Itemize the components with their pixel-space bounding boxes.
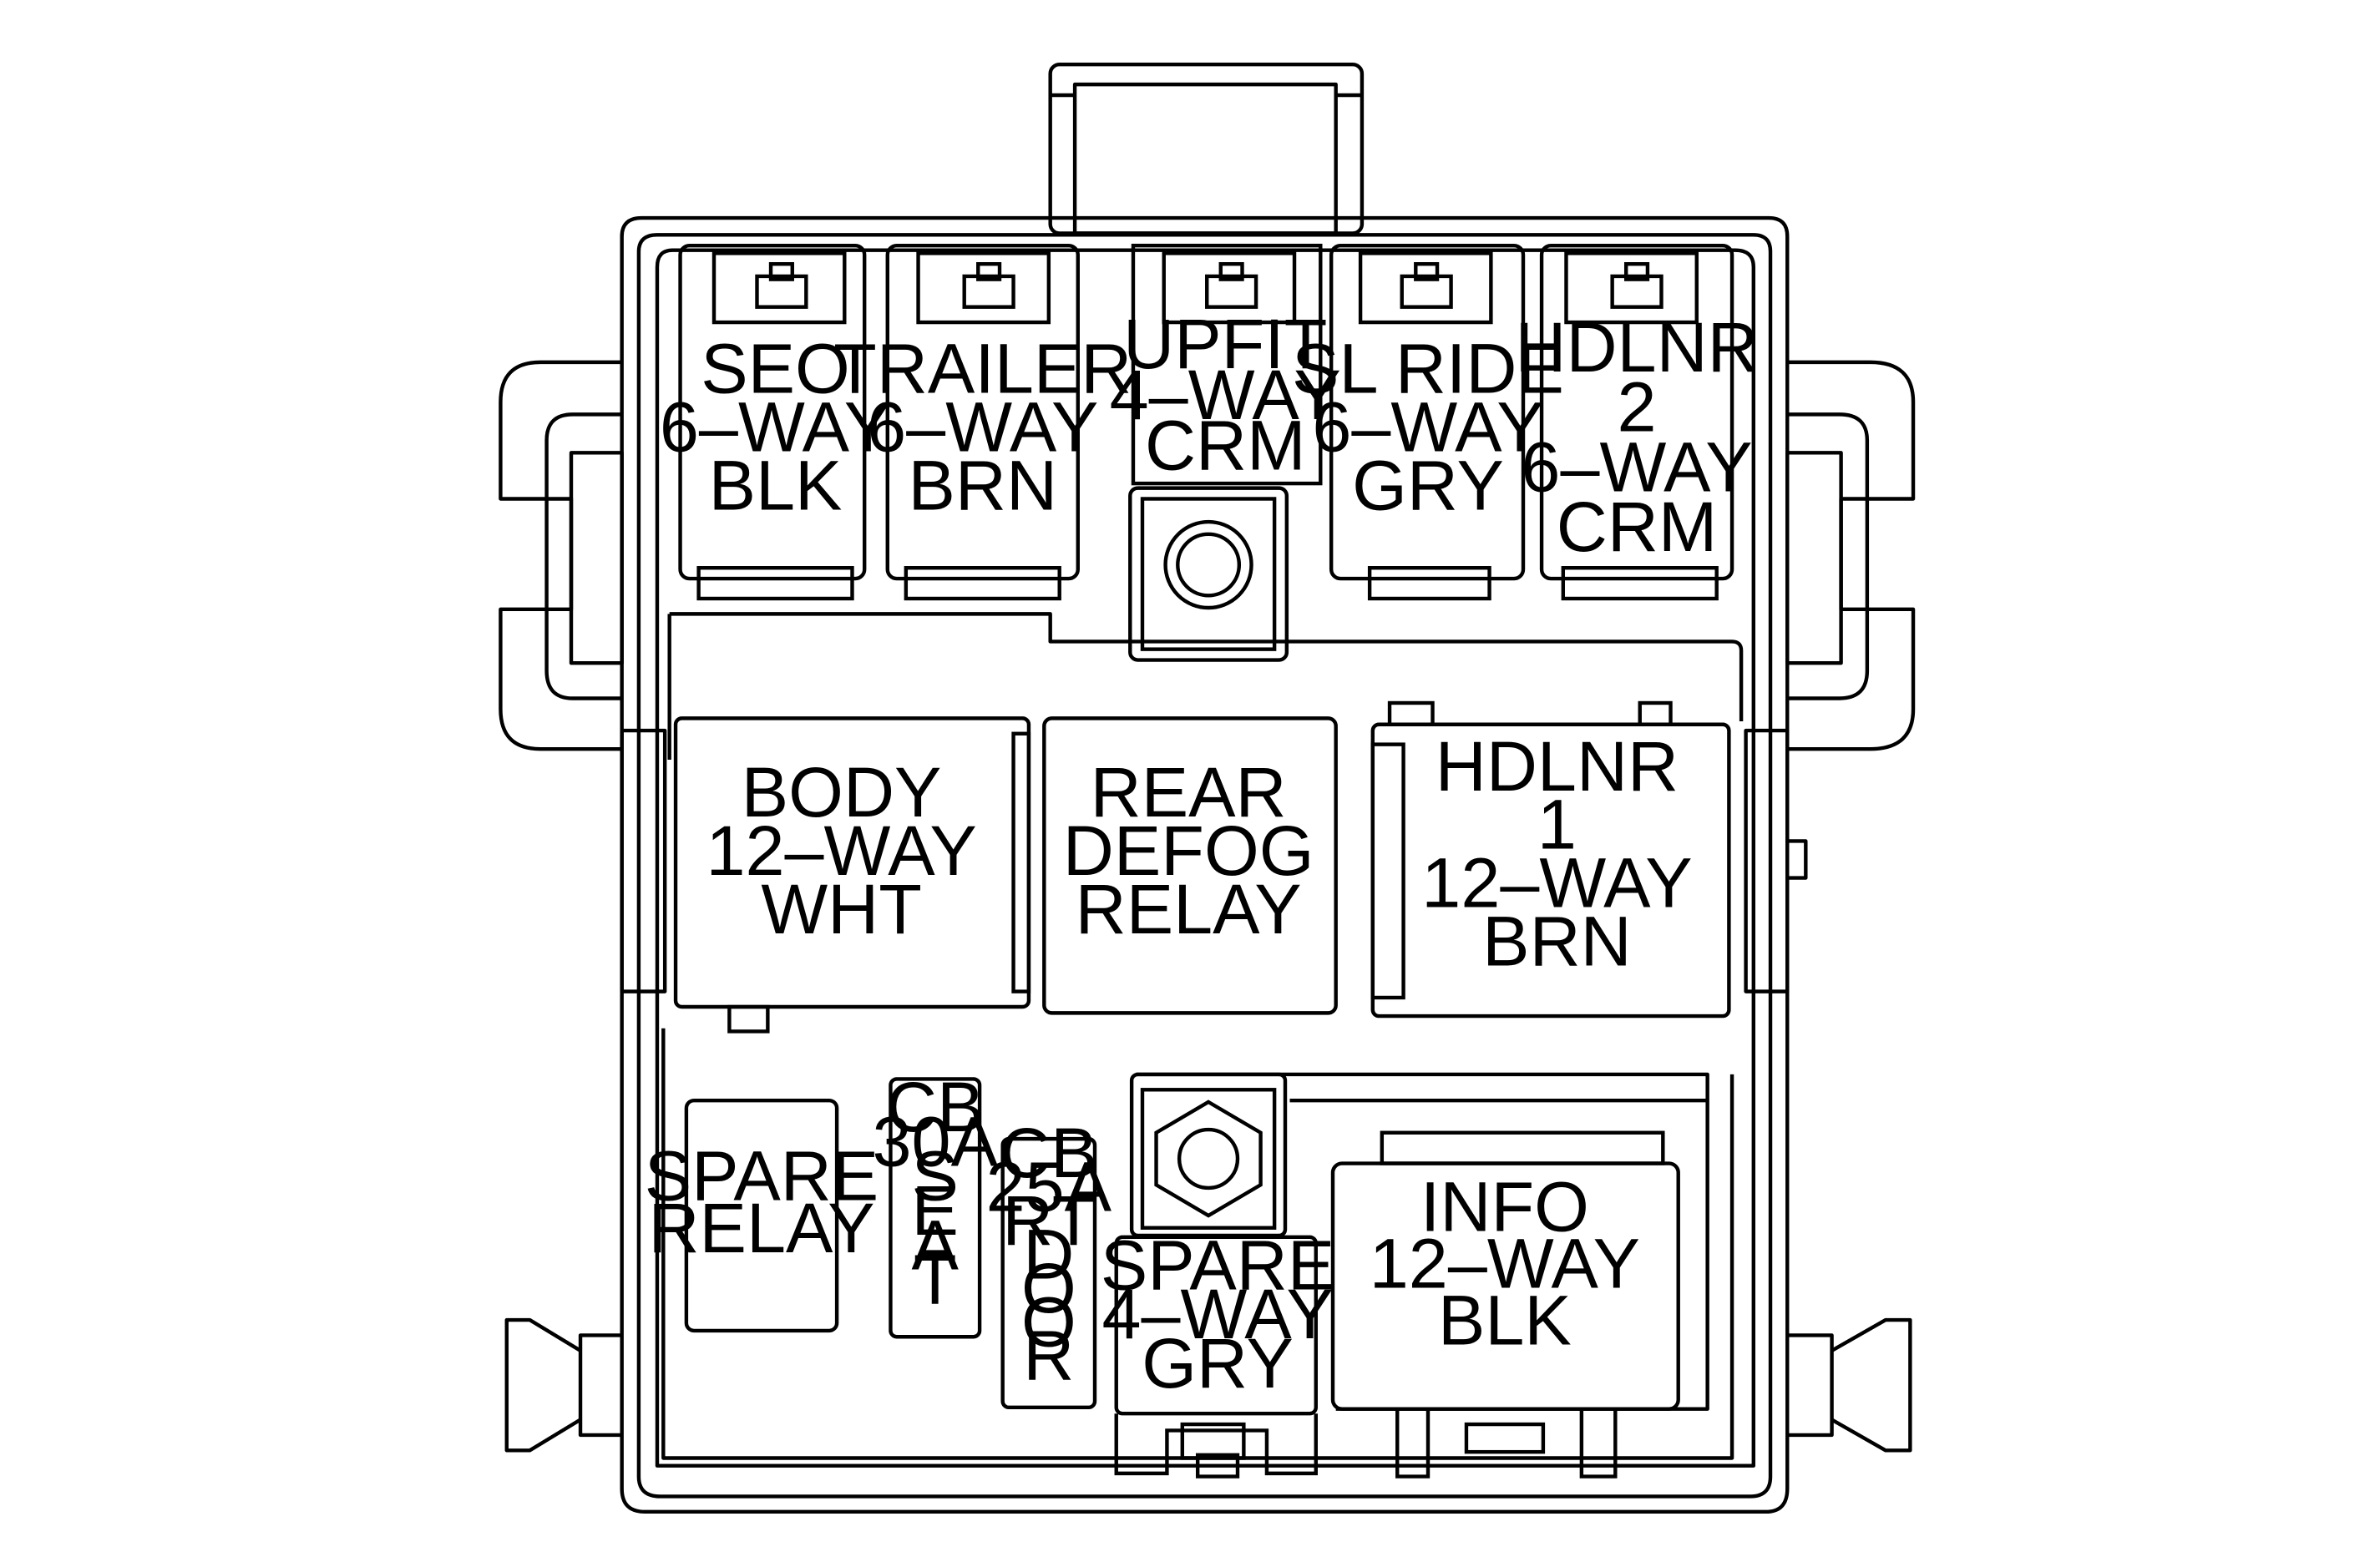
right-clip-bottom (1787, 607, 1916, 751)
sl-ride-line: SL RIDE (1292, 329, 1564, 408)
right-clip-top (1787, 360, 1916, 501)
top-connectors (678, 243, 1734, 662)
middle-components (673, 700, 1731, 1034)
cb25-line: 25A (986, 1147, 1112, 1226)
top-latch (1048, 63, 1365, 235)
cb30-line: T (914, 1240, 957, 1319)
upfit-line: CRM (1145, 406, 1306, 485)
info-line: INFO (1420, 1166, 1589, 1246)
sl-ride-line: 6–WAY (1312, 387, 1543, 467)
hdlnr2-line: CRM (1557, 487, 1718, 566)
upfit-line: UPFIT (1123, 304, 1327, 383)
trailer-line: 6–WAY (867, 387, 1098, 467)
left-clip-bottom (499, 607, 622, 751)
cb30-box (889, 1077, 982, 1339)
cb25-line: O (1021, 1248, 1076, 1327)
upfit-line: 4–WAY (1110, 355, 1341, 434)
hdlnr1-line: 12–WAY (1421, 843, 1692, 923)
info-line: 12–WAY (1370, 1223, 1640, 1302)
seo-line: BLK (709, 445, 843, 524)
cb25-line: R (1023, 1316, 1074, 1395)
terminal-stud (1129, 1072, 1288, 1238)
spare-relay-line: SPARE (645, 1136, 879, 1216)
cb30-line: A (912, 1205, 960, 1284)
spare4-line: SPARE (1101, 1225, 1334, 1304)
cb25-label: CB25ARTDOOR (986, 1113, 1112, 1395)
cb25-line: CB (1000, 1113, 1097, 1192)
spare-relay-box (684, 1098, 839, 1333)
right-foot (1787, 1333, 1834, 1438)
rear-defog-line: DEFOG (1063, 811, 1314, 890)
cb30-line: 30A (873, 1101, 999, 1180)
hdlnr1-line: 1 (1537, 785, 1577, 864)
hdlnr2-line: 6–WAY (1521, 427, 1752, 506)
cb25-line: RT (1002, 1180, 1095, 1260)
spare4-line: 4–WAY (1101, 1274, 1333, 1353)
left-clip-top (499, 360, 622, 501)
info-connector (1330, 1130, 1680, 1479)
body-line: 12–WAY (706, 811, 976, 890)
body-line: WHT (761, 869, 922, 948)
seo-line: SEO (701, 329, 850, 408)
seo-connector (678, 243, 867, 601)
hdlnr1-line: HDLNR (1436, 726, 1679, 806)
cb30-line: E (912, 1170, 959, 1250)
sl-ride-line: GRY (1352, 445, 1504, 524)
spare-relay-line: RELAY (648, 1188, 874, 1267)
cb30-line: S (912, 1136, 959, 1216)
bottom-components (684, 1072, 1680, 1479)
rear-defog-relay (1042, 716, 1338, 1015)
sl-ride-connector (1329, 243, 1526, 601)
cb30-line: CB (886, 1067, 984, 1146)
rear-defog-line: RELAY (1076, 869, 1302, 948)
top-latch-inner (1072, 82, 1338, 235)
trailer-connector (885, 243, 1080, 601)
left-mid-tab (620, 728, 667, 993)
cb30-label: CB30ASEAT (873, 1067, 999, 1319)
hdlnr2-connector (1539, 243, 1734, 601)
trailer-line: TRAILER (833, 329, 1132, 408)
cb25-line: O (1021, 1281, 1076, 1361)
spare-4way-connector (1114, 1235, 1318, 1479)
body-line: BODY (742, 752, 942, 832)
hdlnr2-line: 2 (1618, 367, 1657, 447)
hdlnr1-connector (1370, 700, 1731, 1019)
spare4-line: GRY (1142, 1323, 1294, 1403)
cb25-box (1000, 1136, 1097, 1410)
left-foot (578, 1333, 622, 1438)
seo-line: 6–WAY (660, 387, 891, 467)
hdlnr1-line: BRN (1482, 901, 1632, 980)
cb25-line: D (1023, 1214, 1074, 1293)
hdlnr2-line: HDLNR (1515, 307, 1758, 387)
housing-outer (620, 215, 1790, 1514)
upfit-connector (1128, 243, 1323, 662)
body-connector (673, 716, 1031, 1034)
trailer-line: BRN (908, 445, 1057, 524)
rear-defog-line: REAR (1091, 752, 1287, 832)
info-line: BLK (1438, 1280, 1572, 1359)
